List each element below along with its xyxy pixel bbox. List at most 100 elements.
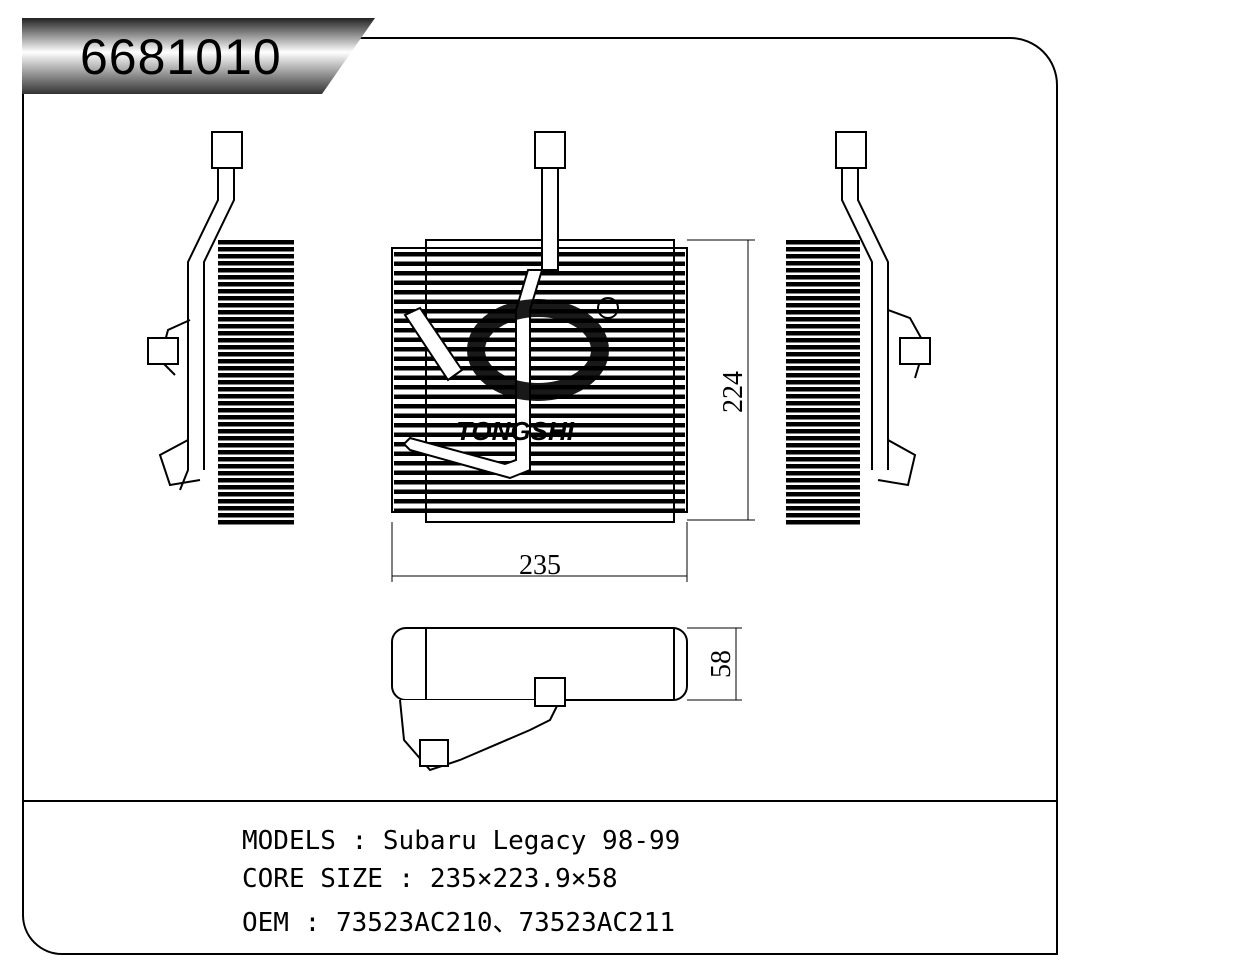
fin [786,282,860,287]
fin [786,275,860,280]
fin [786,345,860,350]
fin [394,280,685,285]
depth-dimension: 58 [706,650,737,678]
models-label: MODELS [242,826,336,856]
fin [218,387,294,392]
core-size-line: CORE SIZE : 235×223.9×58 [242,864,618,894]
fin [218,492,294,497]
core-size-value: 235×223.9×58 [429,864,618,894]
models-line: MODELS : Subaru Legacy 98-99 [242,826,680,856]
watermark-logo: TONGSHI [456,297,619,446]
fin [394,423,685,428]
fin [394,356,685,361]
left-side-view [147,131,294,525]
fin [218,366,294,371]
fin [218,520,294,525]
fin [218,464,294,469]
fin [786,492,860,497]
fin [218,450,294,455]
watermark-text: TONGSHI [456,416,575,446]
fin [218,380,294,385]
fin [394,261,685,266]
fin [218,408,294,413]
fin [394,470,685,475]
fin [786,317,860,322]
fin [394,318,685,323]
fin [218,422,294,427]
fin [218,506,294,511]
separator: : [351,826,368,856]
fin [786,394,860,399]
fin [394,328,685,333]
fin [394,337,685,342]
fin [786,499,860,504]
fin [786,303,860,308]
fin [394,432,685,437]
fin [218,471,294,476]
fin [786,310,860,315]
fin [218,401,294,406]
fin [218,268,294,273]
fin [786,261,860,266]
separator: : [398,864,415,894]
fin [394,404,685,409]
fin [786,296,860,301]
fin [218,275,294,280]
fin [394,375,685,380]
divider [22,800,1058,802]
fin [786,268,860,273]
fin [786,478,860,483]
fin [218,247,294,252]
fin [786,331,860,336]
fin [218,457,294,462]
core-size-label: CORE SIZE [242,864,383,894]
fin [786,520,860,525]
fin [786,338,860,343]
fin [218,303,294,308]
front-view: TONGSHI 224 235 [391,131,755,582]
fin [786,506,860,511]
fin [394,508,685,513]
fin [786,422,860,427]
fin [786,254,860,259]
fin [786,450,860,455]
fin [394,290,685,295]
fin [786,436,860,441]
part-number: 6681010 [80,29,282,85]
fin [786,513,860,518]
fin [218,359,294,364]
height-dimension: 224 [718,371,749,413]
fin [786,380,860,385]
fin [218,282,294,287]
fin [394,252,685,257]
fin [218,429,294,434]
fin [786,415,860,420]
fin [786,387,860,392]
fin [218,296,294,301]
fin [394,499,685,504]
fin [218,352,294,357]
fin [218,478,294,483]
fin [218,324,294,329]
fin [786,485,860,490]
fin [218,394,294,399]
fin [394,366,685,371]
fin [786,240,860,245]
fin [218,443,294,448]
fin [786,359,860,364]
bottom-view [391,627,742,772]
fin [786,366,860,371]
oem-label: OEM [242,908,289,938]
fin [218,436,294,441]
fin [394,442,685,447]
right-side-view [786,131,931,525]
drawing-frame [22,37,1058,955]
fin [218,254,294,259]
title-tab [22,18,375,94]
fin [218,261,294,266]
width-dimension: 235 [519,550,561,581]
oem-line: OEM : 73523AC210、73523AC211 [242,902,675,939]
fin [218,317,294,322]
fin [218,485,294,490]
